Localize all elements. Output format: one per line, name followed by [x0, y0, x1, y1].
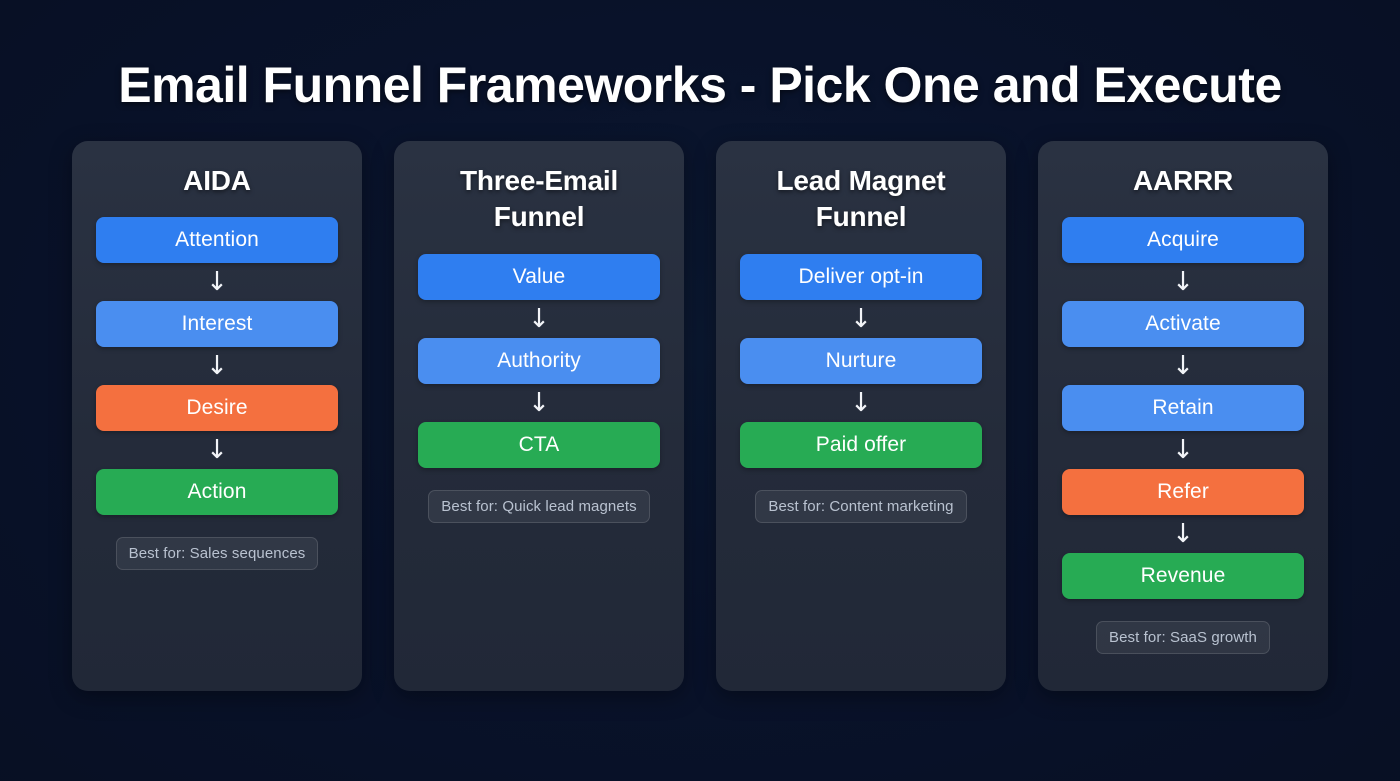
- arrow-down-icon: ↓: [528, 303, 550, 334]
- arrow-down-icon: ↓: [528, 387, 550, 418]
- funnel-step[interactable]: Authority: [418, 337, 660, 384]
- framework-card-title: Lead Magnet Funnel: [776, 165, 946, 233]
- arrow-down-icon: ↓: [850, 303, 872, 334]
- funnel-step-list: Deliver opt-in↓Nurture↓Paid offer: [740, 253, 982, 468]
- funnel-step[interactable]: Interest: [96, 301, 338, 348]
- arrow-down-icon: ↓: [206, 351, 228, 382]
- funnel-step[interactable]: Nurture: [740, 337, 982, 384]
- best-for-badge: Best for: SaaS growth: [1095, 621, 1270, 655]
- best-for-badge-wrap: Best for: Quick lead magnets: [418, 489, 660, 523]
- funnel-step[interactable]: Attention: [96, 217, 338, 264]
- framework-card-title: AIDA: [183, 165, 251, 196]
- best-for-badge-wrap: Best for: Content marketing: [740, 489, 982, 523]
- funnel-step-list: Value↓Authority↓CTA: [418, 253, 660, 468]
- page-title: Email Funnel Frameworks - Pick One and E…: [118, 57, 1282, 113]
- best-for-badge-wrap: Best for: SaaS growth: [1062, 621, 1304, 655]
- funnel-step[interactable]: Deliver opt-in: [740, 253, 982, 300]
- funnel-step-list: Acquire↓Activate↓Retain↓Refer↓Revenue: [1062, 217, 1304, 600]
- funnel-step[interactable]: Action: [96, 469, 338, 516]
- funnel-step[interactable]: Activate: [1062, 301, 1304, 348]
- funnel-step[interactable]: Desire: [96, 385, 338, 432]
- funnel-step-list: Attention↓Interest↓Desire↓Action: [96, 217, 338, 516]
- best-for-badge: Best for: Content marketing: [755, 489, 967, 523]
- funnel-step[interactable]: Paid offer: [740, 421, 982, 468]
- funnel-step[interactable]: Refer: [1062, 469, 1304, 516]
- arrow-down-icon: ↓: [206, 435, 228, 466]
- funnel-step[interactable]: CTA: [418, 421, 660, 468]
- framework-card-title: AARRR: [1132, 165, 1234, 196]
- funnel-step[interactable]: Value: [418, 253, 660, 300]
- arrow-down-icon: ↓: [1172, 435, 1194, 466]
- framework-card-title: Three-Email Funnel: [459, 165, 619, 233]
- arrow-down-icon: ↓: [1172, 351, 1194, 382]
- funnel-step[interactable]: Acquire: [1062, 217, 1304, 264]
- arrow-down-icon: ↓: [850, 387, 872, 418]
- arrow-down-icon: ↓: [206, 267, 228, 298]
- best-for-badge-wrap: Best for: Sales sequences: [96, 537, 338, 571]
- funnel-step[interactable]: Retain: [1062, 385, 1304, 432]
- arrow-down-icon: ↓: [1172, 267, 1194, 298]
- best-for-badge: Best for: Sales sequences: [115, 537, 319, 571]
- best-for-badge: Best for: Quick lead magnets: [428, 489, 650, 523]
- arrow-down-icon: ↓: [1172, 519, 1194, 550]
- funnel-step[interactable]: Revenue: [1062, 553, 1304, 600]
